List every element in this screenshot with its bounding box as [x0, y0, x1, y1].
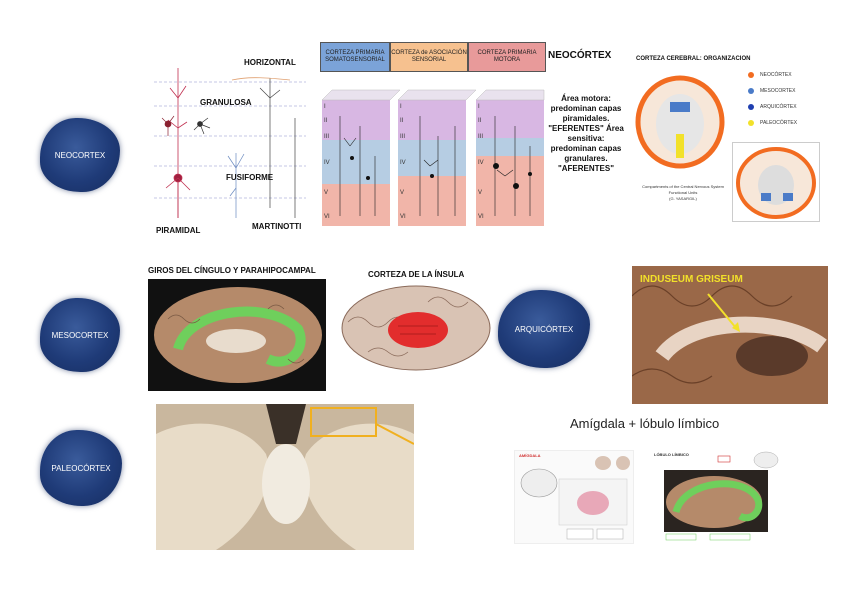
lobulo-limbico-label: LÓBULO LÍMBICO: [654, 452, 689, 457]
motor-sensory-description: Área motora: predominan capas piramidale…: [548, 94, 624, 173]
paleocortex-photo: [156, 404, 414, 550]
fusiforme-label: FUSIFORME: [226, 173, 274, 182]
axial-brain-svg: [736, 147, 816, 219]
layer-roman-0-1: II: [324, 118, 328, 124]
legend-arquicortex: ARQUICÓRTEX: [748, 104, 797, 110]
arquicortex-blob: ARQUICÓRTEX: [498, 290, 590, 368]
paleocortex-brain-svg: [156, 404, 414, 550]
legend-neocortex-dot: [748, 72, 754, 78]
cingulo-brain-svg: [154, 287, 322, 383]
layer-roman-2-5: VI: [478, 214, 484, 220]
insula-title: CORTEZA DE LA ÍNSULA: [368, 270, 465, 279]
caption-compartments: Compartments of the Central Nervous Syst…: [642, 184, 724, 189]
legend-mesocortex-label: MESOCORTEX: [760, 88, 796, 94]
cingulo-title: GIROS DEL CÍNGULO Y PARAHIPOCAMPAL: [148, 266, 316, 275]
martinotti-label: MARTINOTTI: [252, 222, 302, 231]
axial-brain-diagram: [732, 142, 820, 222]
neocortex-heading: NEOCÓRTEX: [548, 50, 612, 61]
layer-roman-1-5: VI: [400, 214, 406, 220]
mesocortex-blob: MESOCORTEX: [40, 298, 120, 372]
induseum-photo: [632, 266, 828, 404]
header-motora: CORTEZA PRIMARIA MOTORA: [468, 42, 546, 72]
paleocortex-blob: PALEOCÓRTEX: [40, 430, 122, 506]
legend-arquicortex-label: ARQUICÓRTEX: [760, 104, 797, 110]
legend-paleocortex-label: PALEOCÓRTEX: [760, 120, 798, 126]
paleocortex-blob-label: PALEOCÓRTEX: [51, 463, 111, 473]
horizontal-label: HORIZONTAL: [244, 58, 296, 67]
neuron-types-illustration: [154, 68, 306, 218]
legend-arquicortex-dot: [748, 104, 754, 110]
layer-roman-0-5: VI: [324, 214, 330, 220]
granulosa-label: GRANULOSA: [200, 98, 252, 107]
insula-illustration: [338, 282, 494, 376]
caption-functional-units: Functional Units: [668, 190, 698, 195]
legend-neocortex-label: NEOCÓRTEX: [760, 72, 792, 78]
layer-roman-1-3: IV: [400, 160, 406, 166]
legend-mesocortex: MESOCORTEX: [748, 88, 795, 94]
legend-paleocortex: PALEOCÓRTEX: [748, 120, 797, 126]
insula-brain-svg: [341, 285, 491, 371]
neocortex-blob-label: NEOCORTEX: [54, 150, 106, 160]
legend-mesocortex-dot: [748, 88, 754, 94]
legend-paleocortex-dot: [748, 120, 754, 126]
column-somatosensorial: [322, 100, 390, 226]
amigdala-diagram-svg: [520, 456, 630, 540]
layer-roman-1-1: II: [400, 118, 404, 124]
column-motora: [476, 100, 544, 226]
coronal-brain-diagram: [635, 75, 725, 169]
layer-roman-2-1: II: [478, 118, 482, 124]
layer-roman-0-3: IV: [324, 160, 330, 166]
layer-roman-0-2: III: [324, 134, 330, 140]
layer-roman-2-2: III: [478, 134, 484, 140]
amigdala-lobulo-title: Amígdala + lóbulo límbico: [570, 416, 720, 431]
header-somatosensorial: CORTEZA PRIMARIA SOMATOSENSORIAL: [320, 42, 390, 72]
layer-roman-1-4: V: [400, 190, 405, 196]
induseum-label: INDUSEUM GRISEUM: [640, 274, 743, 285]
organization-captions: Compartments of the Central Nervous Syst…: [636, 184, 730, 202]
layer-roman-2-3: IV: [478, 160, 484, 166]
induseum-brain-svg: [632, 266, 828, 404]
legend-neocortex: NEOCÓRTEX: [748, 72, 792, 78]
layer-roman-0-0: I: [324, 104, 326, 110]
layer-roman-0-4: V: [324, 190, 329, 196]
lobulo-limbico-svg: [664, 451, 779, 541]
amigdala-diagram: AMÍGDALA: [514, 450, 634, 544]
header-asociacion: CORTEZA de ASOCIACIÓN SENSORIAL: [390, 42, 468, 72]
organization-title: CORTEZA CEREBRAL: ORGANIZACION: [636, 56, 751, 62]
cortical-columns-panel: CORTEZA PRIMARIA SOMATOSENSORIAL CORTEZA…: [320, 42, 546, 232]
amigdala-diagram-label: AMÍGDALA: [519, 453, 541, 458]
layer-roman-2-0: I: [478, 104, 480, 110]
caption-author: (G. YASARGIL): [669, 196, 697, 201]
neuron-types-diagram: [150, 58, 310, 238]
column-asociacion: [398, 100, 466, 226]
neocortex-blob: NEOCORTEX: [40, 118, 120, 192]
layer-roman-1-0: I: [400, 104, 402, 110]
arquicortex-blob-label: ARQUICÓRTEX: [514, 324, 574, 334]
layer-roman-1-2: III: [400, 134, 406, 140]
layer-roman-2-4: V: [478, 190, 483, 196]
cingulo-photo: [148, 279, 326, 391]
columns-neurons-svg: [321, 89, 545, 216]
mesocortex-blob-label: MESOCORTEX: [51, 330, 109, 340]
piramidal-label: PIRAMIDAL: [156, 226, 201, 235]
lobulo-limbico-diagram: LÓBULO LÍMBICO: [650, 450, 780, 542]
